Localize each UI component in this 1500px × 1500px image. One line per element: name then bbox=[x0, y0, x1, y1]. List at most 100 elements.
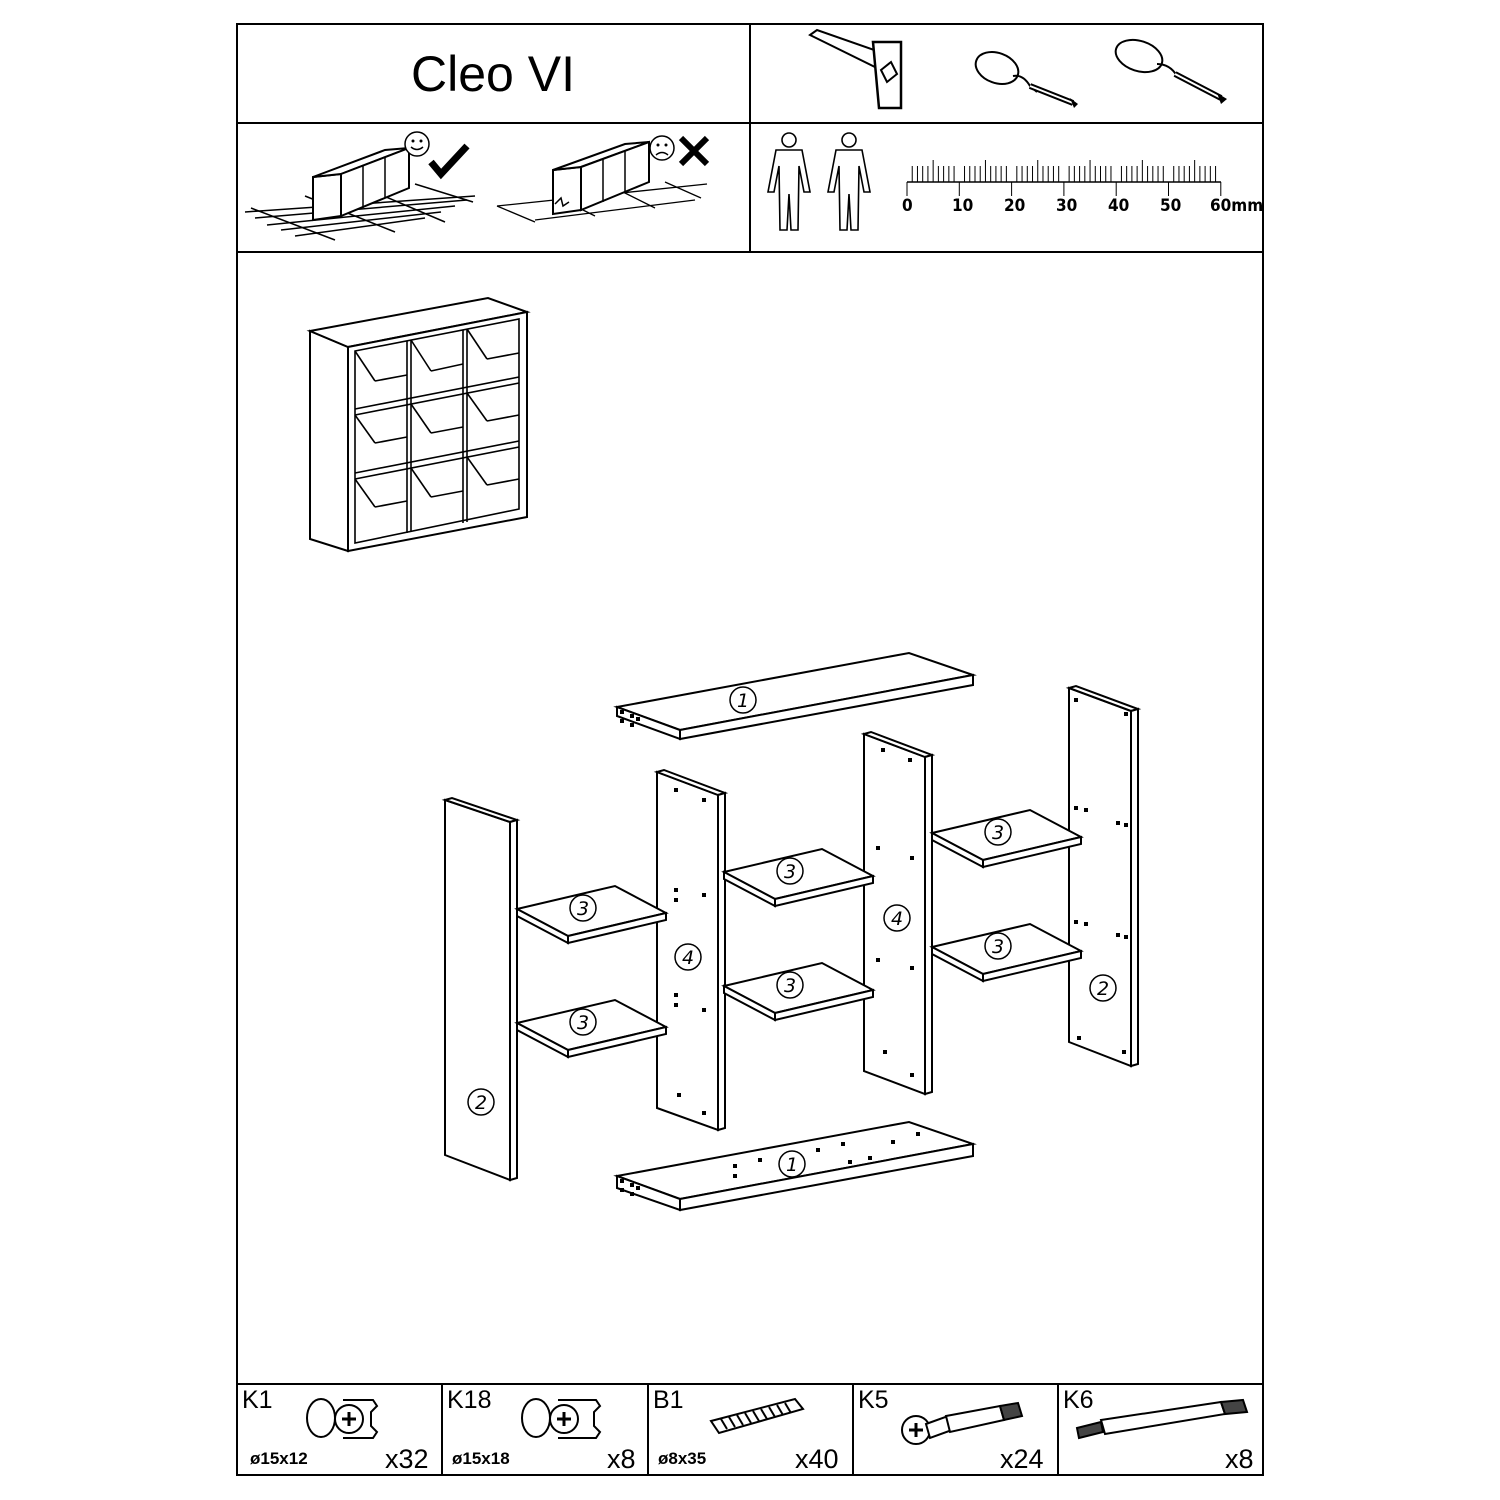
assembly-hole bbox=[620, 710, 624, 714]
assembly-hole bbox=[908, 758, 912, 762]
assembly-hole bbox=[876, 958, 880, 962]
assembly-hole bbox=[636, 717, 640, 721]
assembly-hole bbox=[674, 888, 678, 892]
panel-number: 3 bbox=[577, 898, 589, 920]
ruler-label: 20 bbox=[1004, 196, 1026, 216]
panel-number: 3 bbox=[784, 975, 796, 997]
assemble-on-carpet-icon bbox=[244, 131, 476, 241]
ruler-label: 0 bbox=[902, 196, 913, 216]
assembly-hole bbox=[674, 993, 678, 997]
assembly-hole bbox=[868, 1156, 872, 1160]
ruler-label: 60mm bbox=[1210, 196, 1264, 216]
assembly-hole bbox=[630, 1192, 634, 1196]
two-persons-icon bbox=[767, 132, 871, 231]
ruler-label: 40 bbox=[1108, 196, 1130, 216]
assemble-on-hard-floor-icon bbox=[496, 135, 710, 223]
assembly-hole bbox=[677, 1093, 681, 1097]
assembly-hole bbox=[733, 1164, 737, 1168]
part-code: K1 bbox=[242, 1386, 273, 1414]
assembly-hole bbox=[733, 1174, 737, 1178]
wooden-dowel-icon bbox=[709, 1397, 805, 1435]
assembly-hole bbox=[883, 1050, 887, 1054]
right-side bbox=[1065, 684, 1142, 1068]
panel-number: 4 bbox=[891, 908, 903, 930]
assembly-hole bbox=[848, 1160, 852, 1164]
part-code: B1 bbox=[653, 1386, 684, 1414]
part-size: ø8x35 bbox=[658, 1449, 707, 1468]
assembly-hole bbox=[630, 1183, 634, 1187]
part-code: K6 bbox=[1063, 1386, 1094, 1414]
assembly-hole bbox=[758, 1158, 762, 1162]
ruler-label: 30 bbox=[1056, 196, 1078, 216]
assembly-hole bbox=[1124, 712, 1128, 716]
panel-number: 4 bbox=[682, 947, 694, 969]
cam-lock-icon bbox=[521, 1398, 602, 1439]
assembly-hole bbox=[620, 1188, 624, 1192]
cam-bolt-icon bbox=[901, 1401, 1024, 1445]
assembly-hole bbox=[916, 1132, 920, 1136]
cam-lock-icon bbox=[306, 1398, 379, 1439]
assembly-hole bbox=[702, 1111, 706, 1115]
hardware-divider-3 bbox=[852, 1383, 854, 1476]
header-vertical-divider bbox=[749, 23, 751, 253]
assembly-hole bbox=[1116, 821, 1120, 825]
part-code: K5 bbox=[858, 1386, 889, 1414]
assembly-hole bbox=[674, 788, 678, 792]
assembled-shelf-preview bbox=[306, 296, 531, 553]
assembly-hole bbox=[1084, 808, 1088, 812]
left-side bbox=[441, 796, 521, 1182]
hardware-divider-2 bbox=[647, 1383, 649, 1476]
assembly-hole bbox=[674, 1003, 678, 1007]
assembly-hole bbox=[1074, 698, 1078, 702]
assembly-hole bbox=[816, 1148, 820, 1152]
assembly-hole bbox=[620, 1179, 624, 1183]
assembly-hole bbox=[910, 856, 914, 860]
part-quantity: x8 bbox=[607, 1444, 636, 1474]
part-quantity: x8 bbox=[1225, 1444, 1254, 1474]
assembly-hole bbox=[910, 1073, 914, 1077]
part-quantity: x24 bbox=[1000, 1444, 1044, 1474]
assembly-hole bbox=[1077, 1036, 1081, 1040]
part-quantity: x32 bbox=[385, 1444, 429, 1474]
assembly-hole bbox=[1084, 922, 1088, 926]
assembly-hole bbox=[881, 748, 885, 752]
hardware-divider-4 bbox=[1057, 1383, 1059, 1476]
assembly-hole bbox=[630, 723, 634, 727]
assembly-hole bbox=[1074, 806, 1078, 810]
assembly-hole bbox=[1124, 935, 1128, 939]
assembly-hole bbox=[630, 714, 634, 718]
assembly-hole bbox=[1124, 823, 1128, 827]
assembly-hole bbox=[702, 893, 706, 897]
assembly-hole bbox=[1074, 920, 1078, 924]
ruler-label: 50 bbox=[1160, 196, 1182, 216]
screwdriver-flat-icon bbox=[1114, 38, 1227, 104]
panel-number: 2 bbox=[1097, 978, 1109, 1000]
screwdriver-cross-icon bbox=[974, 51, 1078, 108]
assembly-hole bbox=[891, 1140, 895, 1144]
ruler-label: 10 bbox=[952, 196, 974, 216]
panel-number: 3 bbox=[992, 822, 1004, 844]
panel-number: 3 bbox=[992, 936, 1004, 958]
double-cam-bolt-icon bbox=[1075, 1398, 1249, 1440]
assembly-hole bbox=[841, 1142, 845, 1146]
part-code: K18 bbox=[447, 1386, 492, 1414]
panel-number: 1 bbox=[786, 1154, 798, 1176]
part-size: ø15x12 bbox=[250, 1449, 308, 1468]
panel-number: 1 bbox=[737, 690, 749, 712]
hammer-icon bbox=[808, 28, 903, 110]
assembly-hole bbox=[1122, 1050, 1126, 1054]
part-quantity: x40 bbox=[795, 1444, 839, 1474]
hardware-divider-1 bbox=[441, 1383, 443, 1476]
assembly-hole bbox=[702, 1008, 706, 1012]
assembly-hole bbox=[876, 846, 880, 850]
panel-number: 3 bbox=[577, 1012, 589, 1034]
hardware-table-top bbox=[236, 1383, 1264, 1385]
assembly-hole bbox=[702, 798, 706, 802]
assembly-hole bbox=[636, 1186, 640, 1190]
assembly-hole bbox=[1116, 933, 1120, 937]
assembly-hole bbox=[674, 898, 678, 902]
assembly-hole bbox=[910, 966, 914, 970]
top-board bbox=[613, 651, 977, 741]
panel-number: 3 bbox=[784, 861, 796, 883]
